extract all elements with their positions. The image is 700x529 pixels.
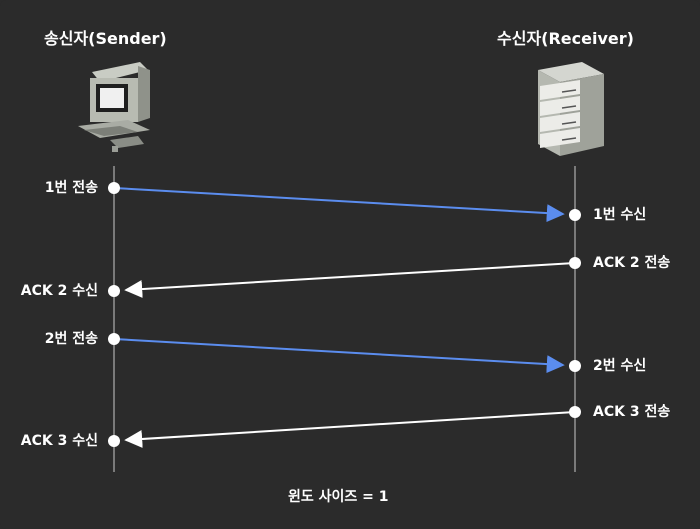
event-dot <box>569 257 581 269</box>
message-arrow-1 <box>113 187 565 223</box>
message-arrow-3 <box>113 338 565 374</box>
event-label: 1번 수신 <box>593 207 647 223</box>
event-label: ACK 2 수신 <box>20 283 98 299</box>
event-dot <box>108 333 120 345</box>
message-arrow-2 <box>124 262 576 299</box>
event-label: 2번 수신 <box>593 358 647 374</box>
computer-icon <box>78 62 150 152</box>
event-dot <box>569 360 581 372</box>
event-dot <box>569 406 581 418</box>
server-icon <box>538 62 604 156</box>
event-label: 1번 전송 <box>44 180 98 196</box>
event-label: ACK 3 전송 <box>593 404 671 420</box>
event-dot <box>108 435 120 447</box>
event-dot <box>569 209 581 221</box>
event-dot <box>108 285 120 297</box>
event-label: ACK 3 수신 <box>20 433 98 449</box>
event-label: 2번 전송 <box>44 331 98 347</box>
window-size-caption: 윈도 사이즈 = 1 <box>288 489 389 505</box>
sender-title: 송신자(Sender) <box>44 29 167 48</box>
receiver-title: 수신자(Receiver) <box>497 29 634 48</box>
event-dot <box>108 182 120 194</box>
message-arrow-4 <box>124 411 576 448</box>
event-label: ACK 2 전송 <box>593 255 671 271</box>
